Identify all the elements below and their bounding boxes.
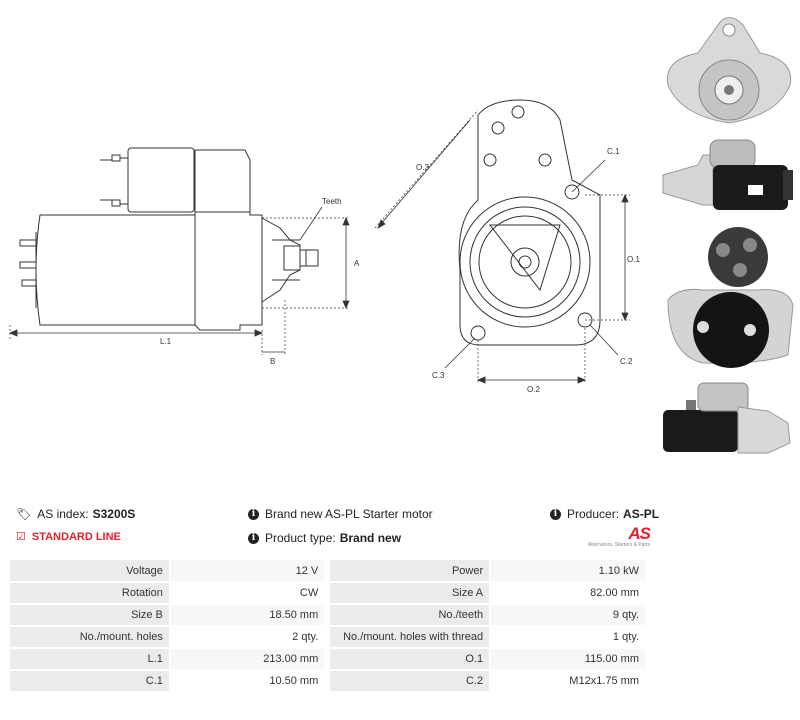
logo-mark: AS [628, 524, 651, 543]
technical-drawing: Teeth A B L.1 O.3 C.1 O.1 C.2 C.3 O.2 [8, 99, 640, 394]
spec-key: C.1 [10, 670, 171, 693]
table-row: C.1 10.50 mm C.2 M12x1.75 mm [10, 670, 651, 693]
spec-key: O.1 [327, 648, 492, 671]
spec-value: 12 V [169, 560, 331, 583]
spec-value: 10.50 mm [169, 670, 331, 693]
label-o2: O.2 [527, 385, 540, 394]
spec-value: 2 qty. [169, 626, 331, 649]
producer-value: AS-PL [623, 507, 660, 521]
table-row: L.1 213.00 mm O.1 115.00 mm [10, 648, 651, 671]
spec-key: Power [327, 560, 492, 583]
checkbox-checked-icon: ☑ [16, 531, 26, 543]
label-c3: C.3 [432, 371, 445, 380]
label-teeth: Teeth [322, 197, 342, 206]
product-photos [658, 0, 800, 470]
spec-value: 18.50 mm [169, 604, 331, 627]
spec-value: M12x1.75 mm [490, 670, 651, 693]
spec-key: No./mount. holes with thread [327, 626, 492, 649]
spec-value: 115.00 mm [490, 648, 651, 671]
table-row: Rotation CW Size A 82.00 mm [10, 582, 651, 605]
spec-key: No./teeth [327, 604, 492, 627]
tag-icon: 🏷 [16, 507, 32, 521]
spec-value: 1.10 kW [490, 560, 651, 583]
as-index-value: S3200S [92, 507, 136, 521]
info-icon: i [550, 508, 561, 520]
as-index-label: AS index: [37, 507, 89, 521]
logo-tagline: Alternators, Starters & Parts [587, 542, 650, 548]
as-index-row: 🏷 AS index: S3200S [16, 507, 135, 521]
spec-key: Rotation [10, 582, 171, 605]
label-a: A [354, 259, 360, 268]
product-type-value: Brand new [339, 531, 402, 545]
label-l1: L.1 [160, 337, 172, 346]
table-row: Size B 18.50 mm No./teeth 9 qty. [10, 604, 651, 627]
as-logo: AS Alternators, Starters & Parts [586, 524, 651, 554]
label-c2: C.2 [620, 357, 633, 366]
label-o3: O.3 [416, 163, 429, 172]
table-row: Voltage 12 V Power 1.10 kW [10, 560, 651, 583]
photo-rear-view [667, 227, 794, 368]
spec-value: CW [169, 582, 331, 605]
photo-top-view [663, 382, 791, 454]
product-type-label: Product type: [265, 531, 336, 545]
spec-value: 82.00 mm [490, 582, 651, 605]
product-type-row: i Product type: Brand new [248, 531, 401, 545]
description-row: i Brand new AS-PL Starter motor [248, 507, 433, 521]
label-b: B [270, 357, 275, 366]
spec-key: No./mount. holes [10, 626, 171, 649]
specs-table: Voltage 12 V Power 1.10 kW Rotation CW S… [10, 560, 651, 693]
producer-row: i Producer: AS-PL [550, 507, 659, 521]
producer-label: Producer: [567, 507, 620, 521]
table-row: No./mount. holes 2 qty. No./mount. holes… [10, 626, 651, 649]
label-o1: O.1 [627, 255, 640, 264]
photo-front-view [666, 17, 792, 124]
spec-key: C.2 [327, 670, 492, 693]
spec-value: 213.00 mm [169, 648, 331, 671]
line-row: ☑ STANDARD LINE [16, 531, 121, 543]
spec-value: 1 qty. [490, 626, 651, 649]
standard-line-label: STANDARD LINE [31, 531, 121, 543]
spec-key: Size A [327, 582, 492, 605]
photo-side-view [662, 139, 793, 210]
spec-key: Voltage [10, 560, 171, 583]
label-c1: C.1 [607, 147, 620, 156]
info-icon: i [248, 532, 259, 544]
spec-value: 9 qty. [490, 604, 651, 627]
description-text: Brand new AS-PL Starter motor [265, 507, 433, 521]
info-icon: i [248, 508, 259, 520]
spec-key: Size B [10, 604, 171, 627]
spec-key: L.1 [10, 648, 171, 671]
